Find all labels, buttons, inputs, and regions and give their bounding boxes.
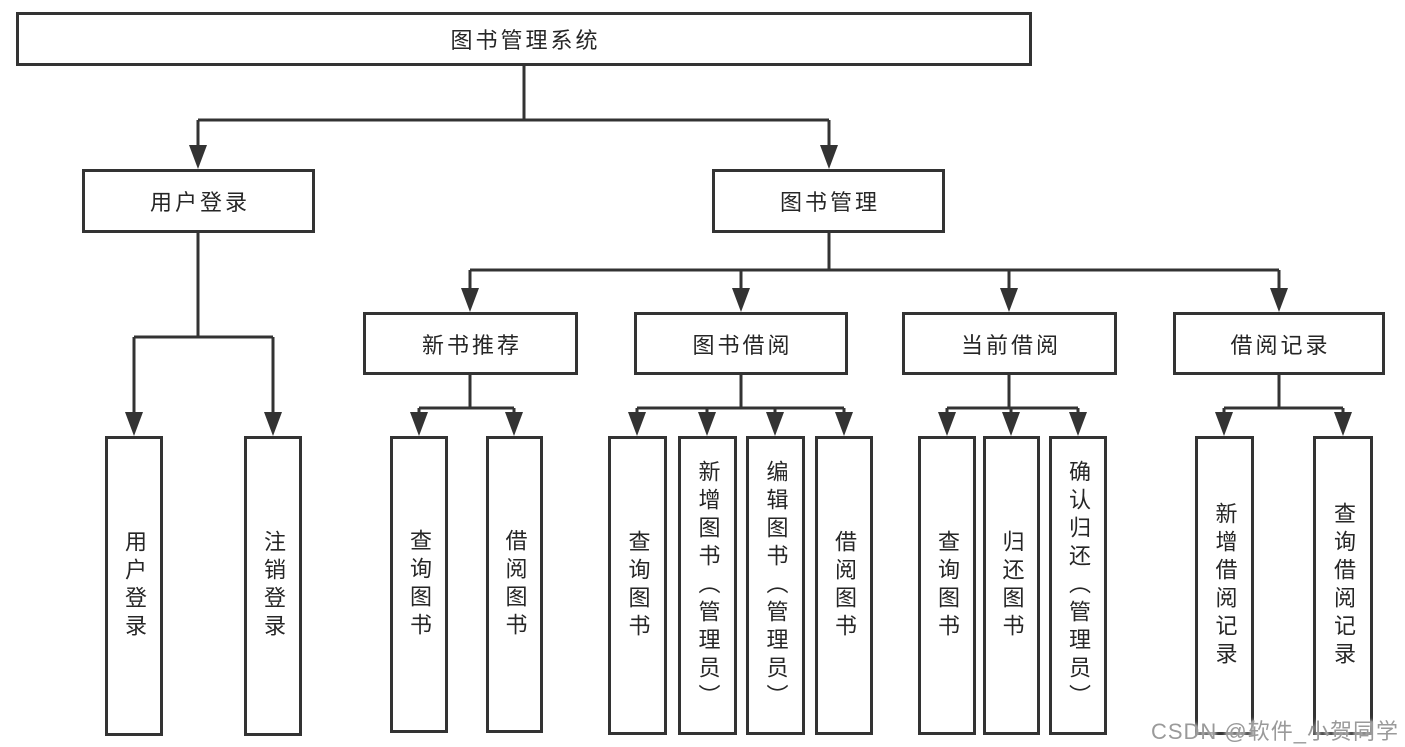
node-book-management: 图书管理 [712, 169, 945, 233]
node-book-borrowing: 图书借阅 [634, 312, 848, 375]
leaf-cb-return-book: 归还图书 [983, 436, 1040, 735]
node-new-book-recommend: 新书推荐 [363, 312, 578, 375]
node-root-system: 图书管理系统 [16, 12, 1032, 66]
leaf-nb-query-book: 查询图书 [390, 436, 448, 733]
leaf-cb-query-book: 查询图书 [918, 436, 976, 735]
leaf-cb-confirm-return-admin: 确认归还（管理员） [1049, 436, 1107, 735]
leaf-bb-borrow-book: 借阅图书 [815, 436, 873, 735]
leaf-br-query-record: 查询借阅记录 [1313, 436, 1373, 735]
leaf-br-add-record: 新增借阅记录 [1195, 436, 1254, 735]
leaf-nb-borrow-book: 借阅图书 [486, 436, 543, 733]
leaf-bb-edit-book-admin: 编辑图书（管理员） [746, 436, 805, 735]
leaf-user-login: 用户登录 [105, 436, 163, 736]
node-current-borrowing: 当前借阅 [902, 312, 1117, 375]
leaf-bb-add-book-admin: 新增图书（管理员） [678, 436, 737, 735]
node-borrow-records: 借阅记录 [1173, 312, 1385, 375]
leaf-logout: 注销登录 [244, 436, 302, 736]
leaf-bb-query-book: 查询图书 [608, 436, 667, 735]
node-user-login: 用户登录 [82, 169, 315, 233]
